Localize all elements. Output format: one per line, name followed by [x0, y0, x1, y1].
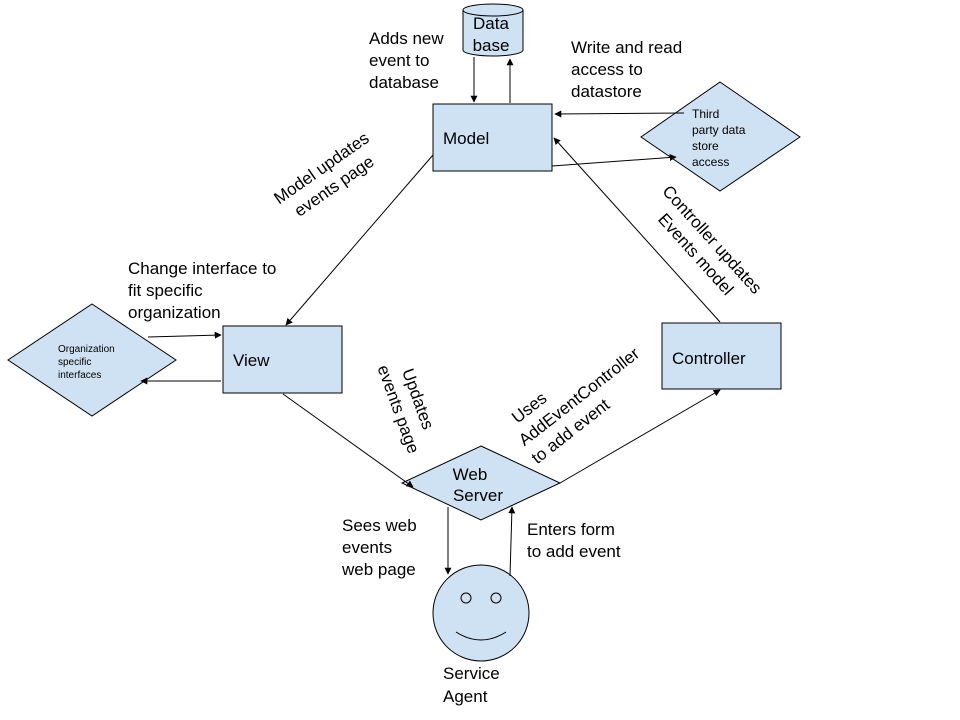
org-interfaces-label-line1: Organization: [58, 344, 115, 355]
third-party-node: Third party data store access: [640, 81, 801, 192]
arrow-view-to-webserver: [282, 393, 414, 488]
enters-form-line1: Enters form: [527, 520, 615, 539]
adds-new-event-line2: event to: [369, 51, 430, 70]
smiley-eye-right: [490, 592, 502, 604]
smiley-face-icon: [432, 564, 530, 662]
org-interfaces-label-line3: interfaces: [58, 370, 101, 381]
third-party-label-line3: store: [692, 139, 719, 153]
label-enters-form: Enters form to add event: [527, 520, 621, 561]
database-node: Data base: [462, 3, 524, 57]
smiley-mouth: [455, 631, 507, 641]
database-label-line2: base: [473, 36, 510, 55]
web-server-label-line2: Server: [453, 486, 503, 505]
label-uses-add-event-controller: Uses AddEventController to add event: [508, 344, 643, 468]
org-interfaces-node: Organization specific interfaces: [7, 303, 177, 417]
change-interface-line2: fit specific: [128, 281, 203, 300]
third-party-label-line2: party data: [692, 123, 746, 137]
sees-web-line3: web page: [341, 560, 416, 579]
service-agent-label-line1: Service: [443, 664, 500, 683]
label-sees-web-events: Sees web events web page: [341, 516, 417, 579]
enters-form-line2: to add event: [527, 542, 621, 561]
label-controller-updates-model: Controller updates Events model: [654, 182, 765, 299]
view-label: View: [233, 351, 270, 370]
model-label: Model: [443, 129, 489, 148]
label-change-interface: Change interface to fit specific organiz…: [128, 259, 276, 322]
label-updates-events-page: Updates events page: [373, 362, 437, 456]
sees-web-line2: events: [342, 538, 392, 557]
third-party-label-line4: access: [692, 155, 729, 169]
database-label-line1: Data: [473, 14, 509, 33]
web-server-label-line1: Web: [453, 465, 488, 484]
service-agent-label-line2: Agent: [443, 687, 488, 706]
change-interface-line3: organization: [128, 303, 221, 322]
org-interfaces-label-line2: specific: [58, 357, 91, 368]
write-read-line3: datastore: [571, 82, 642, 101]
label-model-updates-events: Model updates events page: [270, 128, 377, 220]
controller-node: Controller: [661, 322, 782, 390]
label-write-read-access: Write and read access to datastore: [571, 38, 682, 101]
controller-label: Controller: [672, 349, 746, 368]
model-node: Model: [432, 103, 553, 172]
change-interface-line1: Change interface to: [128, 259, 276, 278]
adds-new-event-line1: Adds new: [369, 29, 444, 48]
arrow-agent-to-webserver: [508, 506, 516, 577]
adds-new-event-line3: database: [369, 73, 439, 92]
third-party-label-line1: Third: [692, 107, 719, 121]
write-read-line1: Write and read: [571, 38, 682, 57]
write-read-line2: access to: [571, 60, 643, 79]
arrow-webserver-to-controller: [559, 389, 721, 484]
arrow-thirdparty-to-model: [554, 110, 685, 118]
arrow-controller-to-model: [553, 137, 721, 323]
label-adds-new-event: Adds new event to database: [369, 29, 444, 92]
arrow-model-to-view: [285, 154, 434, 326]
arrow-model-to-thirdparty: [551, 153, 677, 167]
view-node: View: [222, 325, 343, 394]
sees-web-line1: Sees web: [342, 516, 417, 535]
smiley-eye-left: [460, 592, 472, 604]
web-server-node: Web Server: [400, 445, 562, 521]
service-agent-node: Service Agent: [432, 564, 530, 706]
arrow-org-to-view: [147, 331, 222, 339]
